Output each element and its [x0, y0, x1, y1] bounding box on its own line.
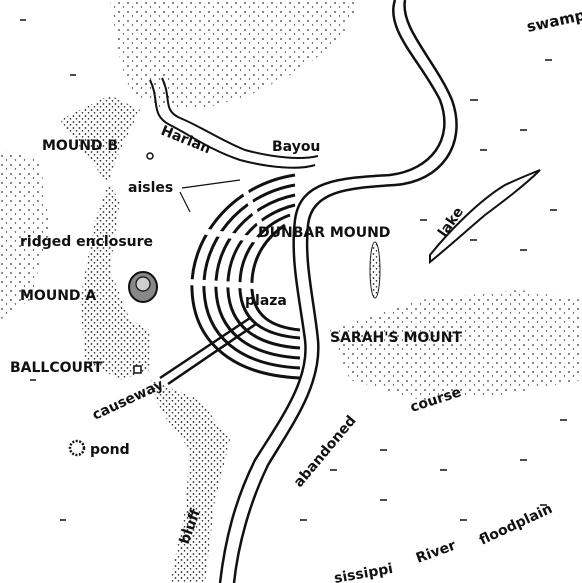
label-causeway: causeway [90, 377, 166, 424]
bluff-terrain [110, 0, 360, 110]
mississippi-river [218, 0, 446, 583]
mound-b [146, 152, 154, 160]
harlan-bayou-bank [161, 77, 319, 159]
label-pond: pond [90, 442, 130, 458]
label-swamp: swamp [525, 6, 582, 36]
ballcourt [133, 365, 142, 374]
bluff-edge [60, 95, 150, 380]
mound-a-top [135, 276, 151, 292]
label-bayou: Bayou [272, 139, 320, 155]
label-aisles: aisles [128, 180, 173, 196]
label-ballcourt: BALLCOURT [10, 360, 103, 376]
label-ridged-enclosure: ridged enclosure [20, 234, 153, 250]
aisles-pointers [179, 179, 241, 213]
mississippi-river-bank [232, 0, 458, 583]
label-dunbar-mound: DUNBAR MOUND [258, 225, 390, 241]
label-mound-b: MOUND B [42, 138, 118, 154]
label-abandoned: abandoned [291, 413, 360, 491]
label-river: River [414, 538, 458, 567]
label-plaza: plaza [245, 293, 287, 309]
harlan-bayou [149, 79, 316, 169]
east-floodplain-stipple [330, 290, 582, 400]
ridged-enclosure [190, 173, 301, 380]
label-sarahs-mount: SARAH'S MOUNT [330, 330, 462, 346]
bluff-south [150, 380, 230, 583]
west-terrain [0, 150, 50, 320]
label-mound-a: MOUND A [20, 288, 96, 304]
aisle-cuts [187, 178, 265, 289]
label-floodplain: floodplain [477, 501, 555, 549]
label-mississippi: sissippi [333, 561, 394, 583]
label-harlan: Harlan [159, 123, 213, 157]
long-mound [369, 241, 381, 299]
pond [68, 439, 86, 457]
lake [429, 169, 541, 265]
floodplain-marks [20, 19, 567, 521]
causeway [159, 316, 257, 386]
